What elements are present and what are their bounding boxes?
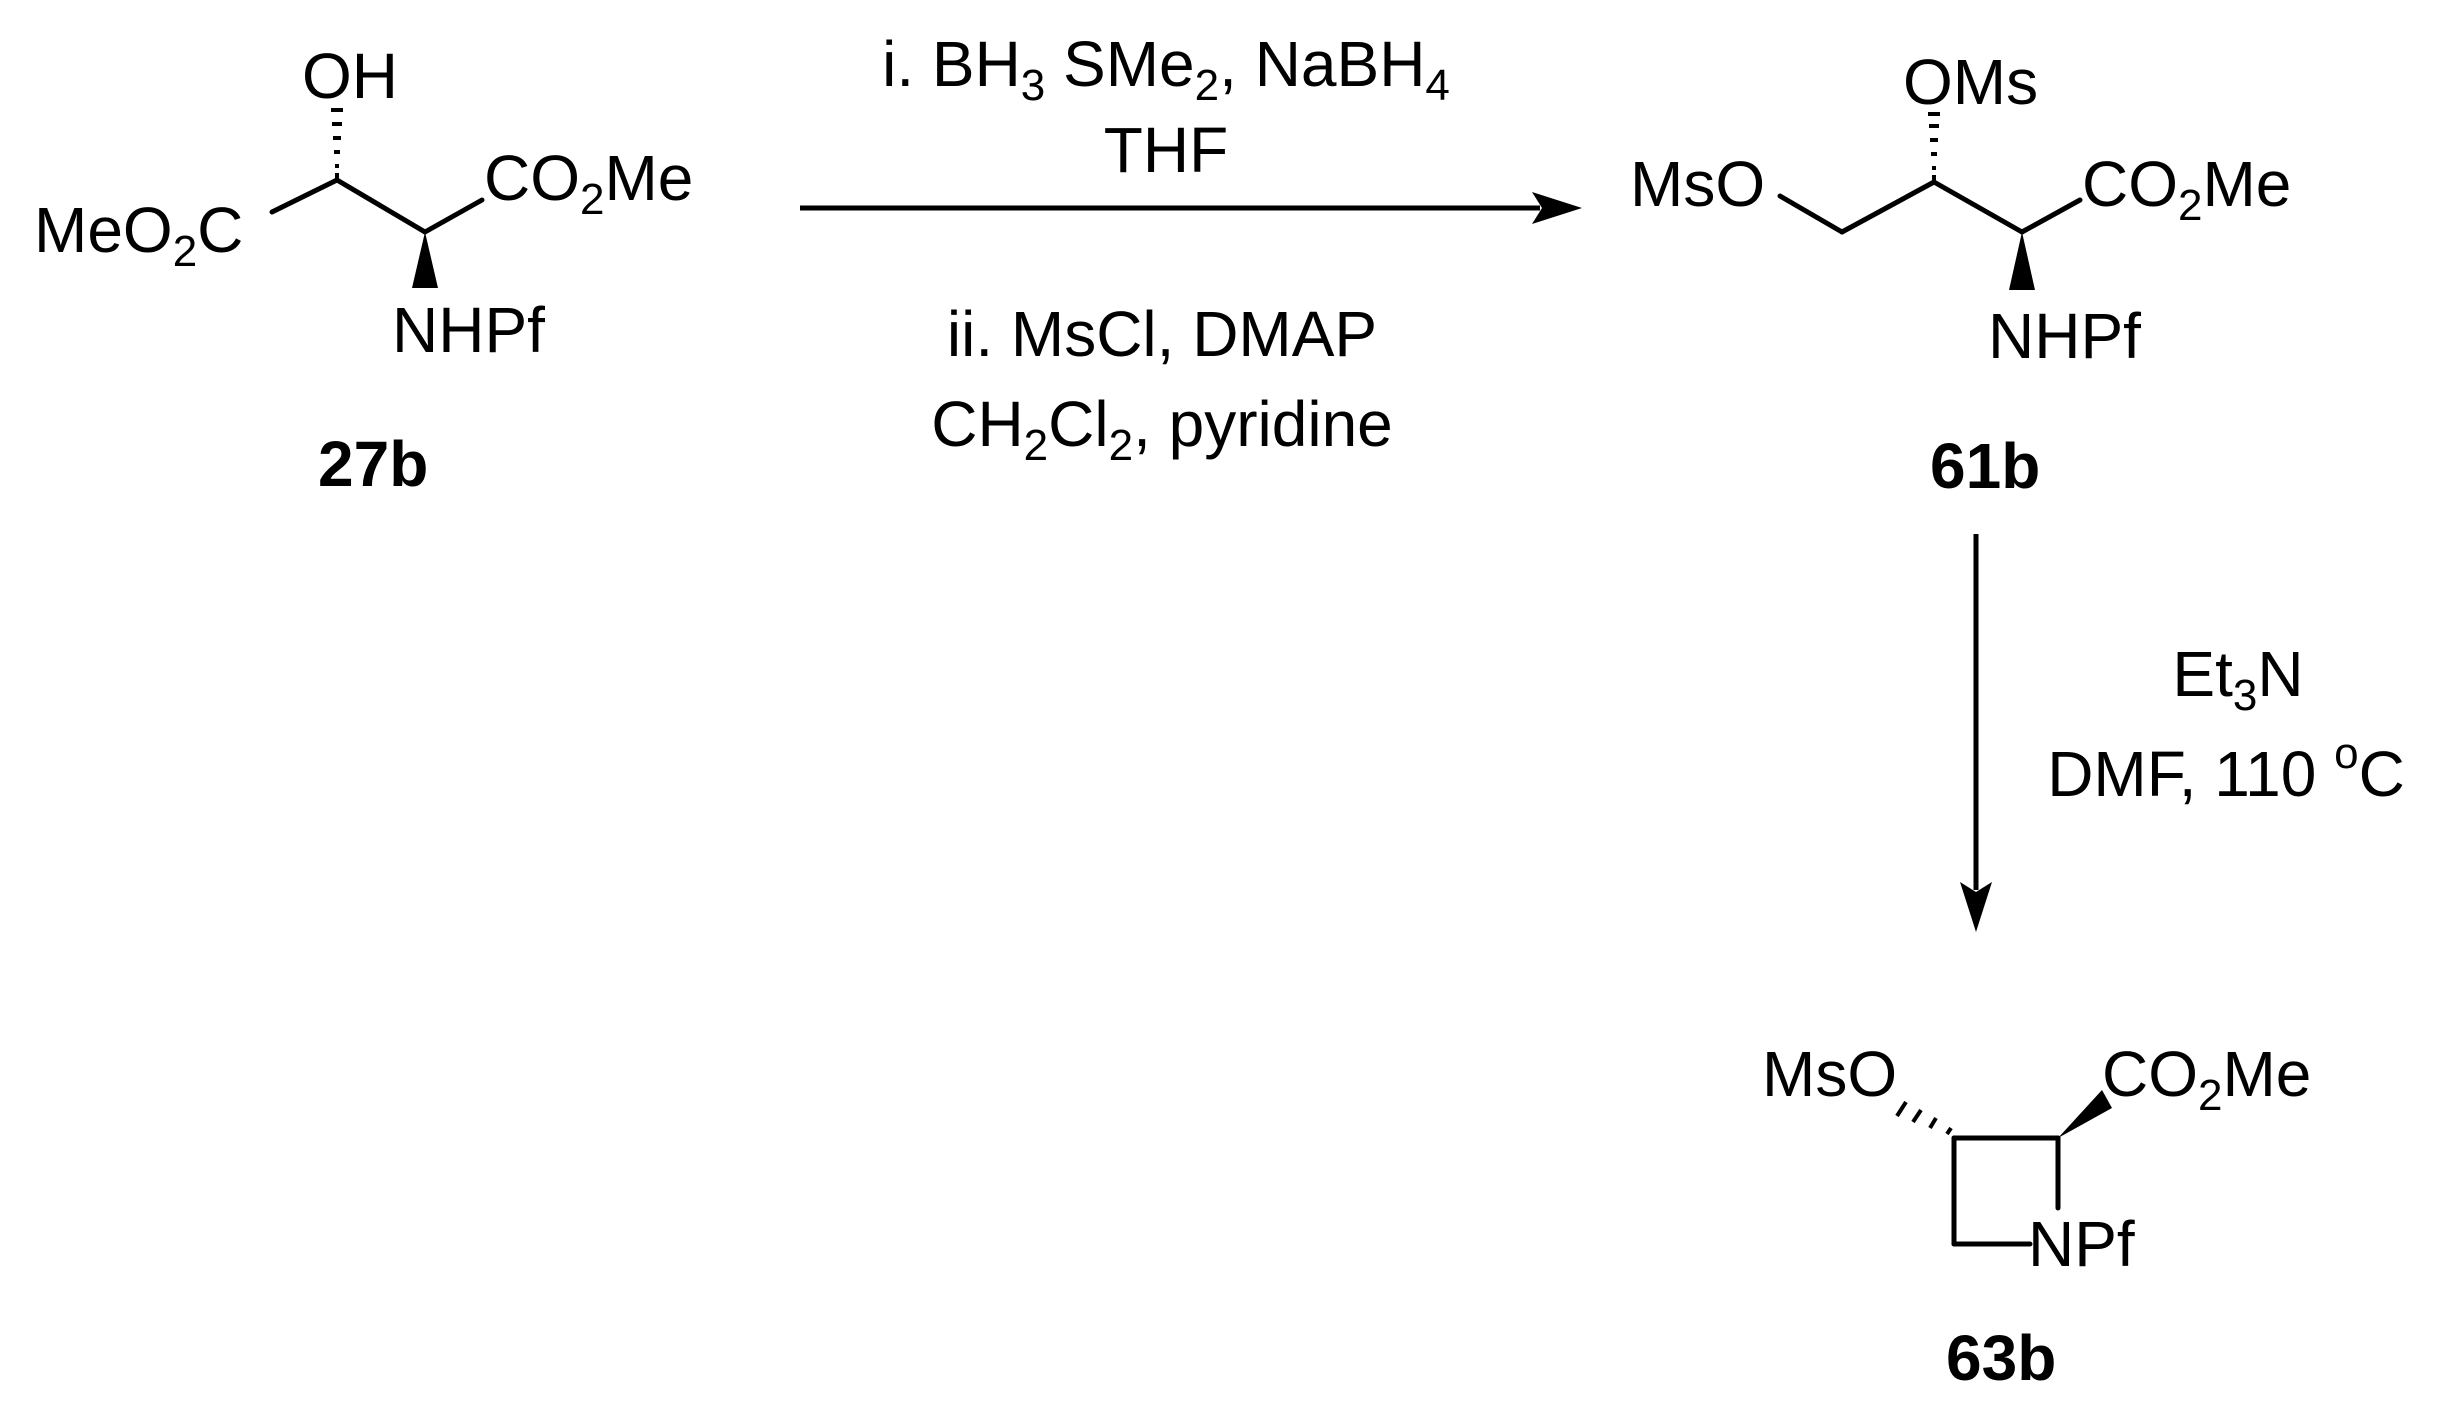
bond: [1839, 179, 1937, 235]
methyl-ester-label-63b: CO2Me: [2102, 1038, 2311, 1120]
wedge-bond-61b: [2009, 232, 2035, 290]
methyl-ester-label-61b: CO2Me: [2082, 148, 2291, 230]
bond: [269, 177, 340, 215]
condition-step3-line2: DMF, 110 oC: [2047, 729, 2405, 810]
wedge-bond-27b: [412, 232, 438, 288]
reaction-arrow-1: [800, 192, 1582, 224]
methyl-ester-right-label: CO2Me: [484, 142, 693, 224]
wedge-bond-63b: [2058, 1090, 2112, 1138]
mesylate-top-label: OMs: [1903, 46, 2038, 118]
reaction-arrow-2: [1960, 534, 1992, 932]
bond: [334, 177, 428, 235]
bond: [422, 197, 485, 235]
compound-27b: OH MeO2C CO2Me NHPf 27b: [34, 40, 693, 500]
npf-label: NPf: [2028, 1208, 2135, 1280]
bond: [1931, 179, 2025, 235]
mesyloxy-label-63b: MsO: [1762, 1038, 1897, 1110]
condition-step1-line1: i. BH3 SMe2, NaBH4: [882, 28, 1450, 110]
compound-label-27b: 27b: [318, 428, 428, 500]
hydroxyl-label: OH: [302, 40, 398, 112]
hashed-wedge-bond-63b: [1895, 1100, 1953, 1136]
bond: [1777, 193, 1845, 235]
compound-label-61b: 61b: [1930, 430, 2040, 502]
condition-step2-line2: CH2Cl2, pyridine: [931, 388, 1393, 470]
nhpf-label: NHPf: [392, 294, 545, 366]
methyl-ester-left-label: MeO2C: [34, 194, 243, 276]
mesyloxy-left-label: MsO: [1630, 148, 1765, 220]
compound-61b: OMs MsO CO2Me NHPf 61b: [1630, 46, 2291, 502]
condition-step1-line2: THF: [1104, 114, 1228, 186]
compound-63b: MsO CO2Me NPf 63b: [1762, 1038, 2311, 1394]
nhpf-label-61b: NHPf: [1988, 300, 2141, 372]
bond: [2019, 197, 2083, 235]
condition-step3-line1: Et3N: [2172, 638, 2303, 720]
condition-step2-line1: ii. MsCl, DMAP: [947, 298, 1377, 370]
hashed-wedge-bond-27b: [331, 108, 343, 178]
compound-label-63b: 63b: [1946, 1322, 2056, 1394]
hashed-wedge-bond-61b: [1928, 112, 1940, 180]
